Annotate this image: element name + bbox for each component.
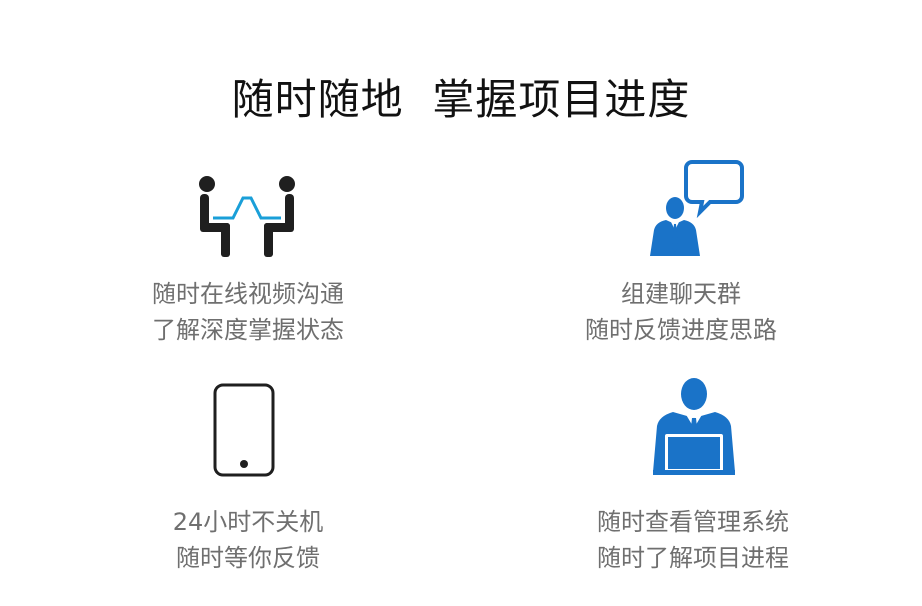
feature-caption: 随时在线视频沟通 了解深度掌握状态: [152, 280, 344, 344]
businessman-speech-icon: [648, 158, 744, 258]
feature-caption: 随时查看管理系统 随时了解项目进程: [597, 508, 789, 572]
page-title: 随时随地 掌握项目进度: [231, 75, 691, 124]
feature-caption: 24小时不关机 随时等你反馈: [172, 508, 324, 572]
feature-caption: 组建聊天群 随时反馈进度思路: [585, 280, 777, 344]
businessman-laptop-icon: [647, 376, 741, 476]
smartphone-icon: [213, 383, 275, 477]
video-chat-icon: [195, 172, 299, 260]
